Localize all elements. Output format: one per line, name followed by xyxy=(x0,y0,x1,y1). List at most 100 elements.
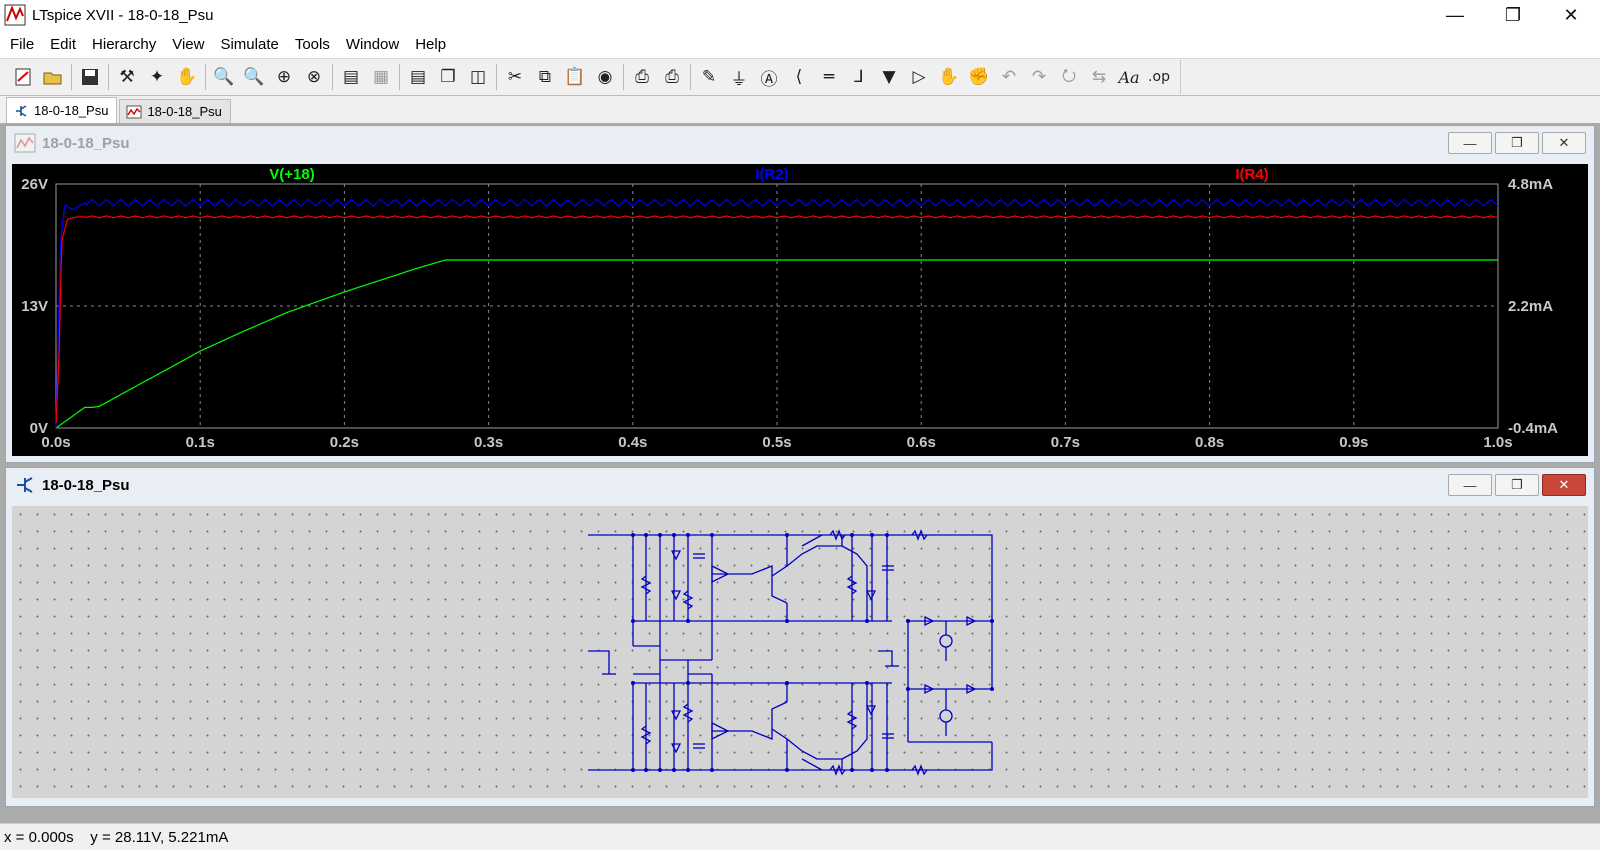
x-tick-label: 0.6s xyxy=(907,434,936,451)
menu-tools[interactable]: Tools xyxy=(294,35,330,53)
grid-icon[interactable]: ▦ xyxy=(372,67,390,87)
print-icon[interactable]: ⎙ xyxy=(635,67,649,87)
component-icon[interactable]: ▷ xyxy=(912,67,926,87)
new-schematic-icon[interactable] xyxy=(8,62,38,92)
schematic-maximize-button[interactable]: ❐ xyxy=(1495,474,1539,496)
waveform-maximize-button[interactable]: ❐ xyxy=(1495,132,1539,154)
halt-icon[interactable]: ✋ xyxy=(176,67,198,87)
tab-label: 18-0-18_Psu xyxy=(34,103,109,118)
open-icon[interactable] xyxy=(38,62,68,92)
rotate-icon[interactable]: ⭮ xyxy=(1061,65,1077,86)
x-tick-label: 1.0s xyxy=(1483,434,1512,451)
inductor-icon[interactable]: ⅃ xyxy=(854,67,864,87)
schematic-window: 18-0-18_Psu — ❐ ✕ xyxy=(5,467,1595,807)
minimize-button[interactable]: — xyxy=(1446,4,1464,25)
trace-label-i-r4-: I(R4) xyxy=(1235,166,1268,183)
mirror-icon[interactable]: ⇆ xyxy=(1091,67,1107,87)
cut-icon[interactable]: ✂ xyxy=(507,67,523,87)
window-title: LTspice XVII - 18-0-18_Psu xyxy=(32,6,214,24)
y-right-tick-label: 2.2mA xyxy=(1508,298,1553,315)
document-tab-strip: 18-0-18_Psu 18-0-18_Psu xyxy=(0,97,1600,123)
schematic-window-title: 18-0-18_Psu xyxy=(42,476,130,494)
waveform-close-button[interactable]: ✕ xyxy=(1542,132,1586,154)
x-tick-label: 0.7s xyxy=(1051,434,1080,451)
text-icon[interactable]: Aa xyxy=(1118,67,1140,87)
menu-bar: File Edit Hierarchy View Simulate Tools … xyxy=(0,30,1600,58)
schematic-wires xyxy=(588,529,993,776)
ground-icon[interactable]: ⏚ xyxy=(730,69,748,90)
ltspice-logo-icon xyxy=(4,4,26,26)
waveform-window-caption: 18-0-18_Psu xyxy=(6,126,1594,160)
drag-icon[interactable]: ✊ xyxy=(968,67,990,87)
toolbar-separator xyxy=(108,64,109,90)
resistor-icon[interactable]: ⟨ xyxy=(795,67,803,87)
menu-simulate[interactable]: Simulate xyxy=(220,35,279,53)
paste-icon[interactable]: 📋 xyxy=(564,67,586,87)
control-panel-icon[interactable]: ⚒ xyxy=(119,67,135,87)
x-tick-label: 0.1s xyxy=(186,434,215,451)
menu-file[interactable]: File xyxy=(10,35,35,53)
zoom-fit-icon[interactable]: ⊕ xyxy=(276,67,292,87)
toolbar-panel: ⚒ ✦ ✋ 🔍 🔍 ⊕ ⊗ ▤ ▦ ▤ ❐ ◫ ✂ ⧉ 📋 ◉ ⎙ ⎙ ✎ ⏚ … xyxy=(8,60,1181,94)
zoom-in-icon[interactable]: 🔍 xyxy=(213,67,235,87)
x-tick-label: 0.0s xyxy=(41,434,70,451)
y-left-tick-label: 13V xyxy=(21,298,48,315)
redo-icon[interactable]: ↷ xyxy=(1031,67,1047,87)
waveform-icon xyxy=(14,133,36,153)
capacitor-icon[interactable]: ═ xyxy=(823,67,835,87)
menu-help[interactable]: Help xyxy=(415,35,447,53)
copy-icon[interactable]: ⧉ xyxy=(538,67,552,87)
save-icon[interactable] xyxy=(75,62,105,92)
move-icon[interactable]: ✋ xyxy=(938,67,960,87)
zoom-out-icon[interactable]: 🔍 xyxy=(243,67,265,87)
autorange-icon[interactable]: ▤ xyxy=(342,67,360,87)
close-button[interactable]: ✕ xyxy=(1563,4,1579,25)
menu-edit[interactable]: Edit xyxy=(50,35,77,53)
menu-hierarchy[interactable]: Hierarchy xyxy=(92,35,157,53)
tab-waveform[interactable]: 18-0-18_Psu xyxy=(119,99,231,123)
restore-button[interactable]: ❐ xyxy=(1504,4,1522,25)
schematic-canvas[interactable] xyxy=(12,506,1588,798)
toolbar-separator xyxy=(332,64,333,90)
diode-icon[interactable]: ▼ xyxy=(882,67,896,87)
undo-icon[interactable]: ↶ xyxy=(1001,67,1017,87)
label-icon[interactable]: Ⓐ xyxy=(760,69,778,90)
wire-icon[interactable]: ✎ xyxy=(701,67,717,87)
tile-horizontal-icon[interactable]: ▤ xyxy=(409,67,427,87)
x-tick-label: 0.2s xyxy=(330,434,359,451)
waveform-minimize-button[interactable]: — xyxy=(1448,132,1492,154)
toolbar-separator xyxy=(690,64,691,90)
toolbar: ⚒ ✦ ✋ 🔍 🔍 ⊕ ⊗ ▤ ▦ ▤ ❐ ◫ ✂ ⧉ 📋 ◉ ⎙ ⎙ ✎ ⏚ … xyxy=(0,58,1600,96)
toolbar-separator xyxy=(205,64,206,90)
trace-i-r4- xyxy=(55,215,1499,424)
schematic-icon xyxy=(17,477,33,493)
toolbar-separator xyxy=(623,64,624,90)
schematic-drawing xyxy=(588,529,994,776)
zoom-cancel-icon[interactable]: ⊗ xyxy=(306,67,322,87)
print-preview-icon[interactable]: ⎙ xyxy=(665,67,679,87)
tab-schematic[interactable]: 18-0-18_Psu xyxy=(6,97,118,123)
status-bar: x = 0.000s y = 28.11V, 5.221mA xyxy=(0,823,1600,850)
menu-window[interactable]: Window xyxy=(345,35,400,53)
schematic-minimize-button[interactable]: — xyxy=(1448,474,1492,496)
x-tick-label: 0.8s xyxy=(1195,434,1224,451)
run-icon[interactable]: ✦ xyxy=(149,67,165,87)
waveform-window-title: 18-0-18_Psu xyxy=(42,134,130,152)
menu-view[interactable]: View xyxy=(172,35,205,53)
cascade-icon[interactable]: ❐ xyxy=(440,67,456,87)
trace-i-r2- xyxy=(55,198,1499,429)
schematic-icon xyxy=(16,104,27,117)
y-left-tick-label: 0V xyxy=(30,420,48,437)
spice-directive-icon[interactable]: .op xyxy=(1148,69,1170,85)
schematic-close-button[interactable]: ✕ xyxy=(1542,474,1586,496)
find-icon[interactable]: ◉ xyxy=(597,67,613,87)
x-tick-label: 0.3s xyxy=(474,434,503,451)
schematic-junctions xyxy=(631,533,994,772)
tab-label: 18-0-18_Psu xyxy=(147,104,222,119)
tile-vertical-icon[interactable]: ◫ xyxy=(469,67,487,87)
toolbar-separator xyxy=(496,64,497,90)
